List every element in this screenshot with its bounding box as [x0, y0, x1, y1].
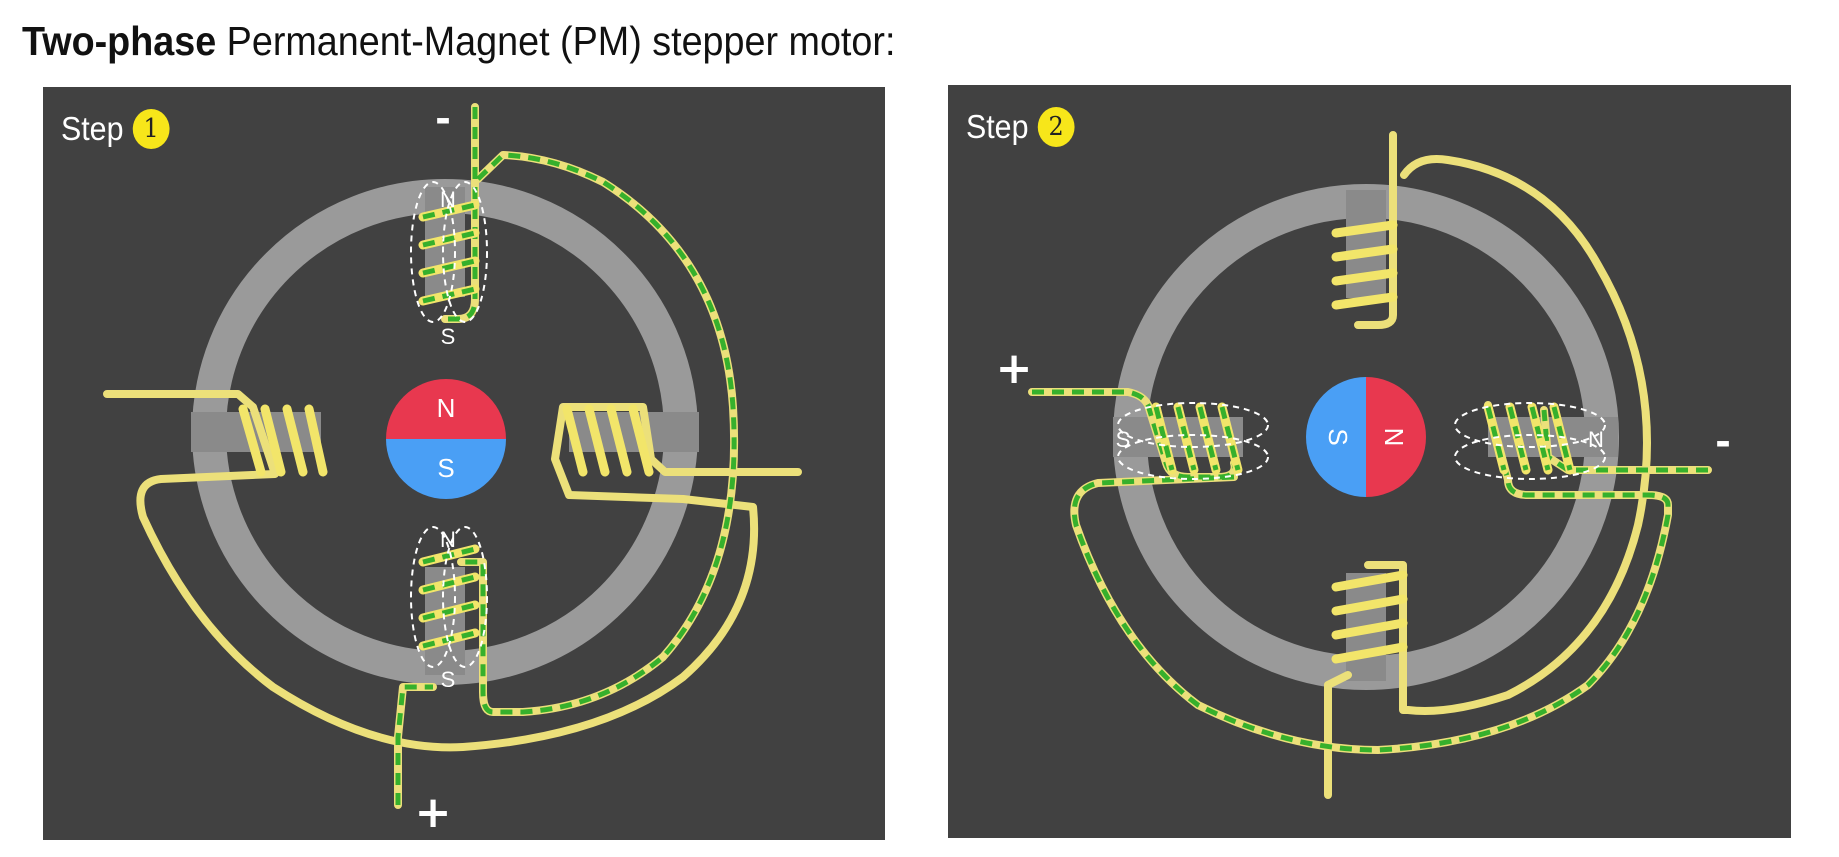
bottom-coil [1331, 570, 1408, 664]
left-field-line [1117, 402, 1269, 448]
rotor-s-label: S [1323, 428, 1353, 445]
plus-terminal: + [415, 787, 452, 838]
left-coil [1151, 402, 1243, 475]
step-text: Step [966, 108, 1029, 145]
step-2-label: Step 2 [966, 107, 1075, 147]
top-pole-n-label: N [440, 187, 456, 212]
left-field-line [1117, 434, 1269, 480]
title-bold: Two-phase [22, 18, 217, 64]
bottom-coil-current [422, 546, 476, 649]
bottom-pole-n-label: N [440, 527, 456, 552]
step-number-badge: 1 [132, 109, 170, 149]
bottom-field-line [410, 526, 456, 668]
step-number-badge: 2 [1037, 107, 1075, 147]
left-coil [238, 404, 328, 477]
right-field-line [1454, 434, 1606, 480]
left-pole-s-label: S [1116, 427, 1131, 452]
rotor-s-label: S [437, 453, 454, 483]
top-coil [1331, 220, 1398, 310]
top-coil-current [422, 202, 476, 304]
rotor-north-half [386, 379, 506, 439]
title-rest: Permanent-Magnet (PM) stepper motor: [216, 18, 896, 64]
step-1-motor-diagram: N S N S N S - + [103, 97, 802, 838]
step-2-motor-diagram: N S S N + - [996, 131, 1731, 799]
right-coil [562, 404, 654, 477]
phase-a-wire [1324, 131, 1651, 799]
rotor-n-label: N [1379, 428, 1409, 447]
right-coil-wire [551, 403, 802, 503]
top-field-line [442, 181, 488, 323]
rotor-south-half [1306, 377, 1366, 497]
minus-terminal: - [435, 97, 451, 141]
plus-terminal: + [996, 343, 1033, 394]
rotor-north-half [1366, 377, 1426, 497]
top-pole-s-label: S [441, 324, 456, 349]
minus-terminal: - [1715, 420, 1731, 464]
phase-a-current [395, 107, 737, 805]
bottom-pole-s-label: S [441, 667, 456, 692]
step-1-label: Step 1 [61, 109, 170, 149]
rotor-n-label: N [437, 393, 456, 423]
phase-b-current [1032, 389, 1708, 753]
right-pole-n-label: N [1588, 427, 1604, 452]
page-title: Two-phase Permanent-Magnet (PM) stepper … [22, 18, 895, 65]
step-text: Step [61, 110, 124, 147]
step-2-panel: N S S N + - Step 2 [948, 85, 1791, 838]
right-coil [1483, 402, 1575, 475]
bottom-field-line [442, 526, 488, 668]
rotor-south-half [386, 439, 506, 499]
top-field-line [410, 181, 456, 323]
right-field-line [1454, 402, 1606, 448]
step-1-panel: N S N S N S - + Step 1 [43, 87, 885, 840]
